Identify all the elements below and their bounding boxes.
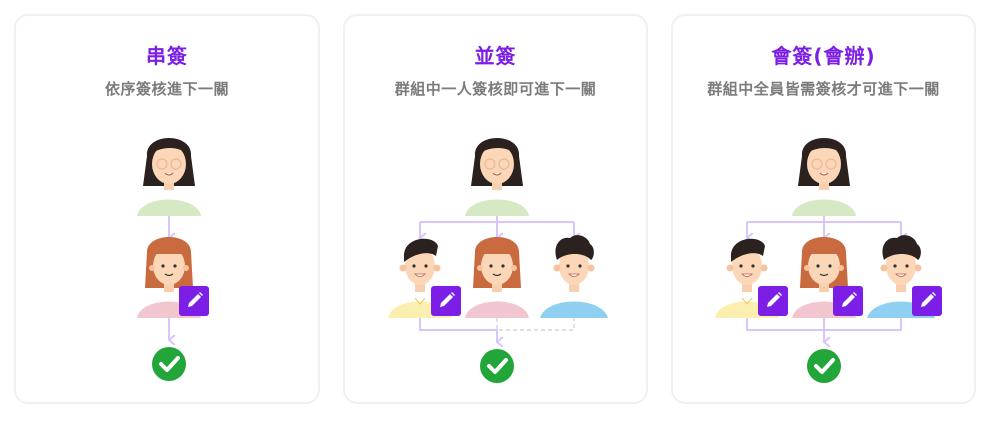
dashed-connector <box>496 318 575 331</box>
approver-avatar-icon <box>464 236 530 319</box>
edit-icon <box>833 286 863 316</box>
edit-icon <box>179 286 209 316</box>
initiator-avatar-icon <box>791 137 857 217</box>
initiator-avatar-icon <box>464 137 530 217</box>
card-title: 串簽 <box>146 44 188 68</box>
countersign-approval-card: 會簽(會辦) 群組中全員皆需簽核才可進下一關 <box>671 14 976 404</box>
parallel-flow-diagram <box>387 137 609 385</box>
initiator-avatar-icon <box>136 137 202 217</box>
countersign-flow-diagram <box>714 137 942 385</box>
card-subtitle: 依序簽核進下一關 <box>104 80 229 98</box>
connector-line <box>420 216 574 223</box>
card-subtitle: 群組中全員皆需簽核才可進下一關 <box>707 80 940 98</box>
connector-line <box>747 216 901 223</box>
edit-icon <box>758 286 788 316</box>
connector-arrow <box>419 318 497 342</box>
parallel-approval-card: 並簽 群組中一人簽核即可進下一關 <box>343 14 648 404</box>
serial-flow-diagram <box>136 137 209 383</box>
approver-avatar-icon <box>539 234 609 319</box>
check-circle-icon <box>478 347 516 385</box>
check-circle-icon <box>150 345 188 383</box>
card-title: 並簽 <box>474 44 517 68</box>
edit-icon <box>912 286 942 316</box>
edit-icon <box>431 286 461 316</box>
card-title: 會簽(會辦) <box>771 44 876 68</box>
check-circle-icon <box>805 347 843 385</box>
card-subtitle: 群組中一人簽核即可進下一關 <box>394 80 597 98</box>
serial-approval-card: 串簽 依序簽核進下一關 <box>14 14 320 404</box>
